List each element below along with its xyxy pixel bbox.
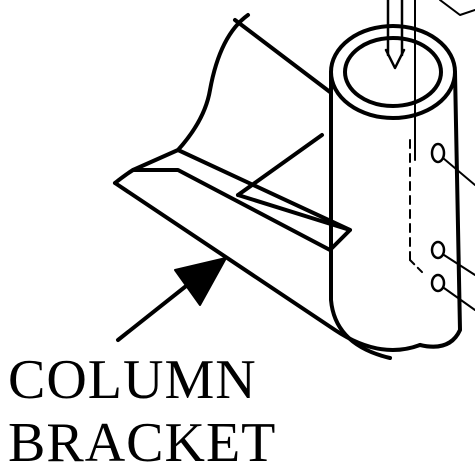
hole-1 xyxy=(430,142,446,164)
web-top-edge xyxy=(233,18,332,94)
hole-3 xyxy=(430,273,446,293)
base-plate-left-edge xyxy=(113,168,135,185)
hole-2 xyxy=(430,240,446,260)
wavy-break-edge xyxy=(176,13,250,152)
web-gusset-line xyxy=(236,133,324,197)
column-top-inner xyxy=(343,36,443,108)
base-plate-outline xyxy=(131,148,352,252)
column-left-side xyxy=(329,70,392,360)
base-plate-lower-edge xyxy=(113,181,422,352)
column-right-side xyxy=(418,70,462,349)
top-arrow-head xyxy=(384,48,406,70)
hole-3-leader xyxy=(443,287,475,311)
hidden-edge-dashed-foot xyxy=(409,259,426,276)
hole-2-leader xyxy=(443,254,475,276)
label-line-2: BRACKET xyxy=(8,412,277,474)
top-right-corner-mark xyxy=(439,0,475,16)
label-line-1: COLUMN xyxy=(8,349,257,411)
pointer-arrow-head xyxy=(174,257,227,306)
hole-1-leader xyxy=(442,157,475,186)
